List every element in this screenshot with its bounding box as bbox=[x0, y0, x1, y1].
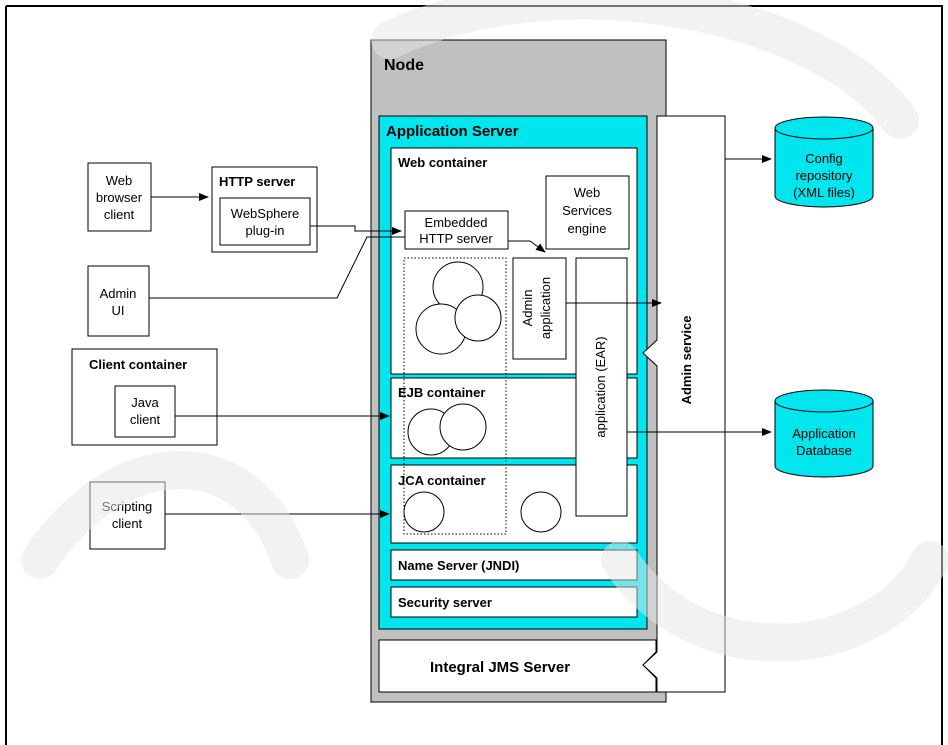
name-server-label: Name Server (JNDI) bbox=[398, 558, 519, 573]
application-database-top bbox=[774, 389, 874, 413]
application-ear-label: application (EAR) bbox=[593, 336, 608, 437]
web-services-line3: engine bbox=[567, 221, 606, 236]
node-label: Node bbox=[384, 57, 424, 74]
admin-service-label: Admin service bbox=[679, 316, 694, 405]
admin-service-box bbox=[642, 115, 726, 693]
web-services-engine-box bbox=[545, 175, 630, 250]
web-services-line1: Web bbox=[574, 185, 601, 200]
application-database-line2: Database bbox=[796, 443, 852, 458]
java-client-box bbox=[114, 385, 176, 438]
watermark bbox=[21, 0, 948, 662]
web-services-line2: Services bbox=[562, 203, 612, 218]
resource-adapter-circle bbox=[403, 491, 445, 533]
config-repository-line3: (XML files) bbox=[793, 185, 855, 200]
config-repository-top bbox=[774, 116, 874, 140]
web-container-label: Web container bbox=[398, 155, 487, 170]
jms-server-label: Integral JMS Server bbox=[430, 659, 570, 676]
jca-container-label: JCA container bbox=[398, 473, 486, 488]
security-server-label: Security server bbox=[398, 595, 492, 610]
java-client-line1: Java bbox=[131, 395, 159, 410]
websphere-plugin-box bbox=[219, 197, 311, 246]
security-server-box bbox=[390, 586, 638, 618]
web-browser-client-box bbox=[87, 162, 152, 232]
admin-application-line2: application bbox=[538, 277, 553, 339]
embedded-http-line2: HTTP server bbox=[419, 231, 493, 246]
client-container-label: Client container bbox=[89, 357, 187, 372]
application-database-cylinder bbox=[774, 401, 874, 478]
config-repository-line1: Config bbox=[805, 151, 843, 166]
embedded-to-admin-app-arrow bbox=[508, 240, 546, 253]
admin-application-line1: Admin bbox=[520, 290, 535, 327]
ejb-container-label: EJB container bbox=[398, 385, 485, 400]
websphere-plugin-line1: WebSphere bbox=[231, 206, 299, 221]
web-module-circle bbox=[454, 294, 502, 342]
application-database-line1: Application bbox=[792, 426, 856, 441]
admin-ui-box bbox=[87, 265, 150, 337]
admin-ui-connector bbox=[149, 236, 405, 299]
web-browser-line1: Web bbox=[106, 173, 133, 188]
plugin-to-embedded-arrow bbox=[310, 225, 402, 235]
web-browser-line3: client bbox=[104, 207, 135, 222]
admin-application-box bbox=[512, 257, 567, 360]
application-server-label: Application Server bbox=[386, 123, 519, 140]
admin-ui-line2: UI bbox=[112, 303, 125, 318]
resource-adapter-circle bbox=[520, 491, 562, 533]
http-server-label: HTTP server bbox=[219, 174, 295, 189]
java-client-line2: client bbox=[130, 412, 161, 427]
application-ear-box bbox=[575, 257, 628, 517]
web-browser-line2: browser bbox=[96, 190, 143, 205]
admin-ui-line1: Admin bbox=[100, 286, 137, 301]
config-repository-line2: repository bbox=[795, 168, 853, 183]
embedded-http-line1: Embedded bbox=[425, 215, 488, 230]
websphere-plugin-line2: plug-in bbox=[245, 223, 284, 238]
ejb-module-circle bbox=[439, 403, 487, 451]
name-server-box bbox=[390, 549, 638, 581]
scripting-client-line2: client bbox=[112, 516, 143, 531]
embedded-http-server-box bbox=[404, 210, 509, 250]
outer-frame bbox=[5, 5, 943, 745]
config-repository-cylinder bbox=[774, 128, 874, 208]
